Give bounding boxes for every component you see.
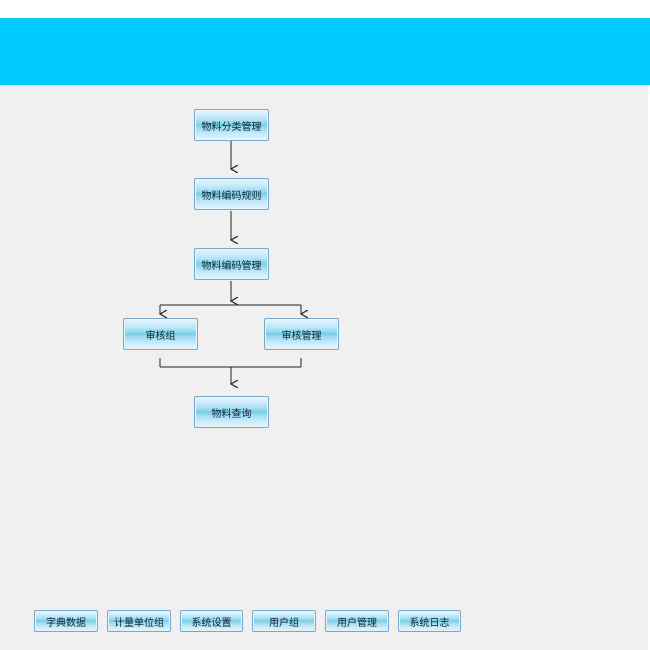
user-group-button[interactable]: 用户组	[252, 610, 316, 632]
header-banner	[0, 18, 650, 85]
material-query-button[interactable]: 物料查询	[194, 396, 269, 428]
unit-group-button[interactable]: 计量单位组	[107, 610, 171, 632]
review-group-button[interactable]: 审核组	[123, 318, 198, 350]
top-strip	[0, 0, 650, 18]
material-category-button[interactable]: 物料分类管理	[194, 109, 269, 141]
coding-management-button[interactable]: 物料编码管理	[194, 248, 269, 280]
review-management-button[interactable]: 审核管理	[264, 318, 339, 350]
dictionary-data-button[interactable]: 字典数据	[34, 610, 98, 632]
right-edge	[648, 85, 650, 650]
user-management-button[interactable]: 用户管理	[325, 610, 389, 632]
system-log-button[interactable]: 系统日志	[398, 610, 461, 632]
system-settings-button[interactable]: 系统设置	[180, 610, 243, 632]
coding-rule-button[interactable]: 物料编码规则	[194, 178, 269, 210]
